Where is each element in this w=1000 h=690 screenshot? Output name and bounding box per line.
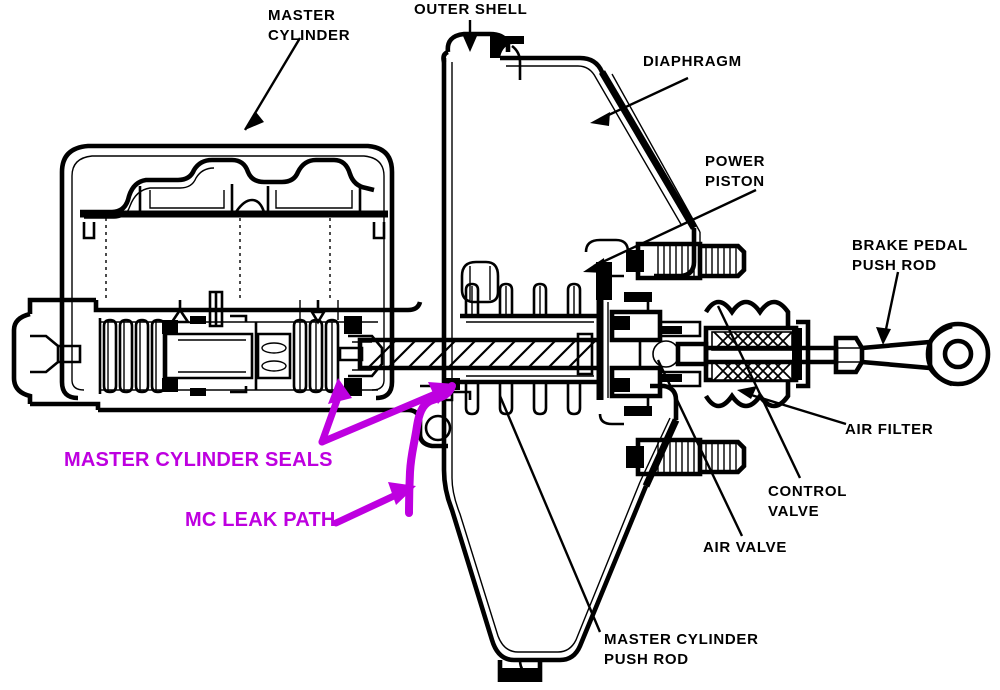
master-cylinder-push-rod bbox=[338, 332, 603, 376]
callout-label-mc-push-rod-line2: PUSH ROD bbox=[604, 651, 689, 668]
callout-air-filter: AIR FILTER bbox=[737, 386, 933, 438]
callout-brake-pedal-push-rod: BRAKE PEDAL PUSH ROD bbox=[852, 237, 968, 345]
leader-diaphragm bbox=[599, 76, 689, 121]
arrowhead-master-cylinder bbox=[245, 112, 264, 130]
leader-master-cylinder bbox=[243, 37, 302, 131]
leader-brake-pedal-push-rod bbox=[883, 271, 900, 335]
primary-piston-assembly bbox=[230, 314, 384, 396]
arrowhead-air-filter bbox=[737, 386, 757, 399]
mc-leak-path-arrow bbox=[332, 482, 416, 527]
callout-layer: MASTER CYLINDER OUTER SHELL DIAPHRAGM PO… bbox=[243, 1, 968, 668]
booster-outer-shell bbox=[441, 31, 701, 682]
callout-label-control-valve-line1: CONTROL bbox=[768, 483, 847, 500]
callout-label-power-piston-line2: PISTON bbox=[705, 173, 765, 190]
callout-power-piston: POWER PISTON bbox=[583, 153, 765, 273]
arrowhead-brake-pedal-push-rod bbox=[876, 327, 891, 345]
stud-upper bbox=[626, 241, 747, 281]
callout-label-master-cylinder-line1: MASTER bbox=[268, 7, 336, 24]
annotation-layer: MASTER CYLINDER SEALS MC LEAK PATH bbox=[64, 378, 456, 531]
secondary-piston-assembly bbox=[102, 316, 254, 396]
master-cylinder-body bbox=[11, 290, 392, 413]
leader-master-cylinder-push-rod bbox=[498, 395, 602, 633]
leader-air-valve bbox=[656, 359, 744, 537]
callout-label-master-cylinder-line2: CYLINDER bbox=[268, 27, 350, 44]
callout-label-diaphragm: DIAPHRAGM bbox=[643, 53, 742, 70]
leader-air-filter bbox=[747, 392, 847, 426]
callout-master-cylinder-push-rod: MASTER CYLINDER PUSH ROD bbox=[498, 395, 759, 668]
callout-air-valve: AIR VALVE bbox=[656, 359, 787, 556]
leader-control-valve bbox=[716, 305, 802, 479]
annotation-label-mc-leak-path: MC LEAK PATH bbox=[185, 509, 336, 531]
callout-label-air-valve: AIR VALVE bbox=[703, 539, 787, 556]
callout-outer-shell: OUTER SHELL bbox=[414, 1, 528, 52]
leader-power-piston bbox=[593, 188, 757, 268]
filter-crosshatch bbox=[713, 331, 793, 381]
section-hatching bbox=[367, 339, 597, 369]
callout-label-control-valve-line2: VALVE bbox=[768, 503, 819, 520]
callout-label-power-piston-line1: POWER bbox=[705, 153, 765, 170]
arrowhead-diaphragm bbox=[590, 112, 610, 126]
callout-master-cylinder: MASTER CYLINDER bbox=[243, 7, 350, 131]
callout-control-valve: CONTROL VALVE bbox=[716, 305, 847, 520]
control-valve-assembly bbox=[609, 292, 709, 416]
arrowhead-outer-shell bbox=[463, 36, 477, 52]
master-cylinder-reservoir bbox=[59, 143, 395, 401]
arrowhead-power-piston bbox=[583, 258, 605, 273]
callout-diaphragm: DIAPHRAGM bbox=[590, 53, 742, 126]
callout-label-outer-shell: OUTER SHELL bbox=[414, 1, 528, 18]
callout-label-brake-pedal-push-rod-line2: PUSH ROD bbox=[852, 257, 937, 274]
annotation-label-master-cylinder-seals: MASTER CYLINDER SEALS bbox=[64, 449, 333, 471]
master-cylinder-seals-arrows bbox=[318, 378, 456, 446]
callout-label-brake-pedal-push-rod-line1: BRAKE PEDAL bbox=[852, 237, 968, 254]
callout-label-air-filter: AIR FILTER bbox=[845, 421, 933, 438]
callout-label-mc-push-rod-line1: MASTER CYLINDER bbox=[604, 631, 759, 648]
stud-lower bbox=[626, 437, 747, 477]
mounting-studs bbox=[626, 241, 747, 477]
brake-pedal-push-rod bbox=[703, 321, 991, 387]
